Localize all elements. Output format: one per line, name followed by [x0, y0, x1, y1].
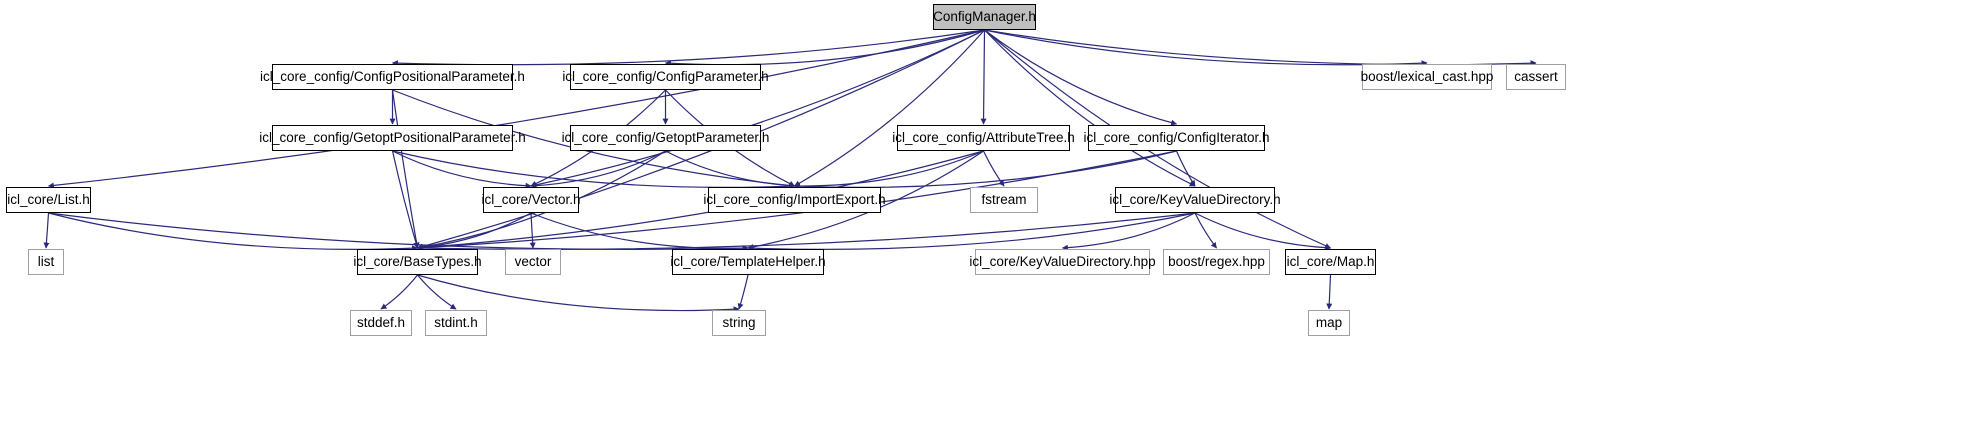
- graph-edge-map_h-to-map: [1326, 274, 1333, 310]
- graph-node-label: icl_core/Vector.h: [481, 192, 581, 208]
- graph-node-label: icl_core_config/ConfigIterator.h: [1083, 130, 1270, 146]
- graph-node-getoptparameter[interactable]: icl_core_config/GetoptParameter.h: [562, 125, 769, 151]
- graph-node-getoptpositional[interactable]: icl_core_config/GetoptPositionalParamete…: [259, 125, 526, 151]
- graph-edge-getoptpositional-to-basetypes: [391, 150, 419, 249]
- graph-edge-keyvaluedir-to-basetypes: [416, 212, 1196, 252]
- graph-edge-attributetree-to-basetypes: [416, 150, 984, 251]
- graph-edge-getoptpositional-to-vector_h: [392, 150, 532, 189]
- graph-node-fstream[interactable]: fstream: [970, 187, 1038, 213]
- graph-node-label: ConfigManager.h: [933, 9, 1036, 25]
- graph-node-importexport[interactable]: icl_core_config/ImportExport.h: [703, 187, 886, 213]
- graph-edge-configmanager-to-lexicalcast: [984, 29, 1428, 67]
- graph-node-keyvaluedirhpp[interactable]: icl_core/KeyValueDirectory.hpp: [969, 249, 1156, 275]
- graph-node-lexicalcast[interactable]: boost/lexical_cast.hpp: [1361, 64, 1493, 90]
- graph-edge-configmanager-to-importexport: [793, 29, 985, 187]
- graph-node-label: icl_core/KeyValueDirectory.hpp: [969, 254, 1156, 270]
- graph-node-configiterator[interactable]: icl_core_config/ConfigIterator.h: [1083, 125, 1270, 151]
- graph-node-list_h[interactable]: icl_core/List.h: [6, 187, 91, 213]
- graph-node-list[interactable]: list: [28, 249, 64, 275]
- graph-node-label: fstream: [981, 192, 1027, 208]
- graph-edge-configmanager-to-map_h: [984, 29, 1332, 249]
- graph-node-map_h[interactable]: icl_core/Map.h: [1285, 249, 1376, 275]
- graph-node-label: stdint.h: [434, 315, 478, 331]
- graph-edge-configmanager-to-list_h: [47, 29, 985, 189]
- graph-node-label: icl_core/TemplateHelper.h: [670, 254, 826, 270]
- graph-edge-configiterator-to-importexport: [793, 150, 1177, 190]
- graph-edge-list_h-to-templatehelper: [48, 212, 749, 252]
- graph-edge-configpositional-to-basetypes: [391, 89, 420, 249]
- graph-node-label: icl_core_config/GetoptParameter.h: [561, 130, 770, 146]
- graph-edge-vector_h-to-templatehelper: [530, 212, 749, 252]
- graph-edge-configmanager-to-cassert: [984, 29, 1537, 67]
- graph-node-label: icl_core_config/ImportExport.h: [703, 192, 886, 208]
- graph-node-boostregex[interactable]: boost/regex.hpp: [1163, 249, 1270, 275]
- graph-edge-keyvaluedir-to-boostregex: [1194, 212, 1217, 249]
- graph-node-label: cassert: [1514, 69, 1558, 85]
- graph-edge-list_h-to-basetypes: [48, 212, 419, 252]
- graph-node-vector[interactable]: vector: [505, 249, 561, 275]
- graph-node-string[interactable]: string: [712, 310, 766, 336]
- graph-node-label: icl_core/List.h: [7, 192, 90, 208]
- graph-edge-templatehelper-to-string: [737, 274, 749, 310]
- graph-node-stddef[interactable]: stddef.h: [350, 310, 412, 336]
- graph-edge-configmanager-to-attributetree: [980, 29, 987, 125]
- graph-edge-getoptparameter-to-importexport: [665, 150, 796, 189]
- graph-node-keyvaluedir[interactable]: icl_core/KeyValueDirectory.h: [1109, 187, 1281, 213]
- graph-edge-getoptparameter-to-vector_h: [530, 150, 666, 189]
- graph-edge-configmanager-to-basetypes: [416, 29, 985, 250]
- graph-node-vector_h[interactable]: icl_core/Vector.h: [481, 187, 581, 213]
- graph-node-label: boost/lexical_cast.hpp: [1360, 69, 1494, 85]
- graph-node-label: boost/regex.hpp: [1168, 254, 1265, 270]
- graph-edge-keyvaluedir-to-keyvaluedirhpp: [1061, 212, 1196, 251]
- graph-node-cassert[interactable]: cassert: [1506, 64, 1566, 90]
- graph-edge-getoptpositional-to-importexport: [392, 150, 796, 190]
- graph-edge-attributetree-to-importexport: [793, 150, 984, 190]
- graph-node-basetypes[interactable]: icl_core/BaseTypes.h: [353, 249, 482, 275]
- graph-edge-keyvaluedir-to-map_h: [1194, 212, 1332, 251]
- graph-edge-configiterator-to-keyvaluedir: [1175, 150, 1196, 187]
- graph-node-map[interactable]: map: [1308, 310, 1350, 336]
- graph-node-attributetree[interactable]: icl_core_config/AttributeTree.h: [892, 125, 1075, 151]
- graph-node-label: stddef.h: [356, 315, 406, 331]
- graph-edge-list_h-to-list: [43, 212, 50, 249]
- graph-edge-basetypes-to-string: [417, 274, 740, 313]
- graph-edge-vector_h-to-vector: [529, 212, 536, 249]
- graph-edge-configmanager-to-configiterator: [984, 29, 1178, 126]
- graph-node-templatehelper[interactable]: icl_core/TemplateHelper.h: [670, 249, 826, 275]
- graph-node-label: string: [722, 315, 756, 331]
- graph-edge-configmanager-to-vector_h: [530, 29, 985, 188]
- graph-node-label: map: [1315, 315, 1343, 331]
- graph-node-label: icl_core/Map.h: [1286, 254, 1375, 270]
- graph-node-label: icl_core/KeyValueDirectory.h: [1109, 192, 1281, 208]
- graph-node-label: icl_core_config/ConfigPositionalParamete…: [260, 69, 525, 85]
- graph-node-label: icl_core_config/GetoptPositionalParamete…: [259, 130, 526, 146]
- graph-edge-configmanager-to-configparameter: [664, 29, 985, 67]
- graph-node-label: vector: [514, 254, 552, 270]
- graph-edge-configmanager-to-configpositional: [391, 29, 985, 67]
- graph-edge-basetypes-to-stddef: [380, 274, 418, 310]
- graph-edge-configmanager-to-keyvaluedir: [984, 29, 1196, 187]
- graph-node-configmanager[interactable]: ConfigManager.h: [933, 4, 1036, 30]
- graph-node-label: icl_core/BaseTypes.h: [353, 254, 482, 270]
- graph-node-stdint[interactable]: stdint.h: [425, 310, 487, 336]
- graph-node-label: icl_core_config/AttributeTree.h: [892, 130, 1075, 146]
- graph-node-label: list: [37, 254, 55, 270]
- graph-node-label: icl_core_config/ConfigParameter.h: [562, 69, 769, 85]
- graph-edge-vector_h-to-basetypes: [416, 212, 532, 251]
- graph-edge-basetypes-to-stdint: [417, 274, 457, 310]
- graph-node-configparameter[interactable]: icl_core_config/ConfigParameter.h: [562, 64, 769, 90]
- graph-node-configpositional[interactable]: icl_core_config/ConfigPositionalParamete…: [260, 64, 525, 90]
